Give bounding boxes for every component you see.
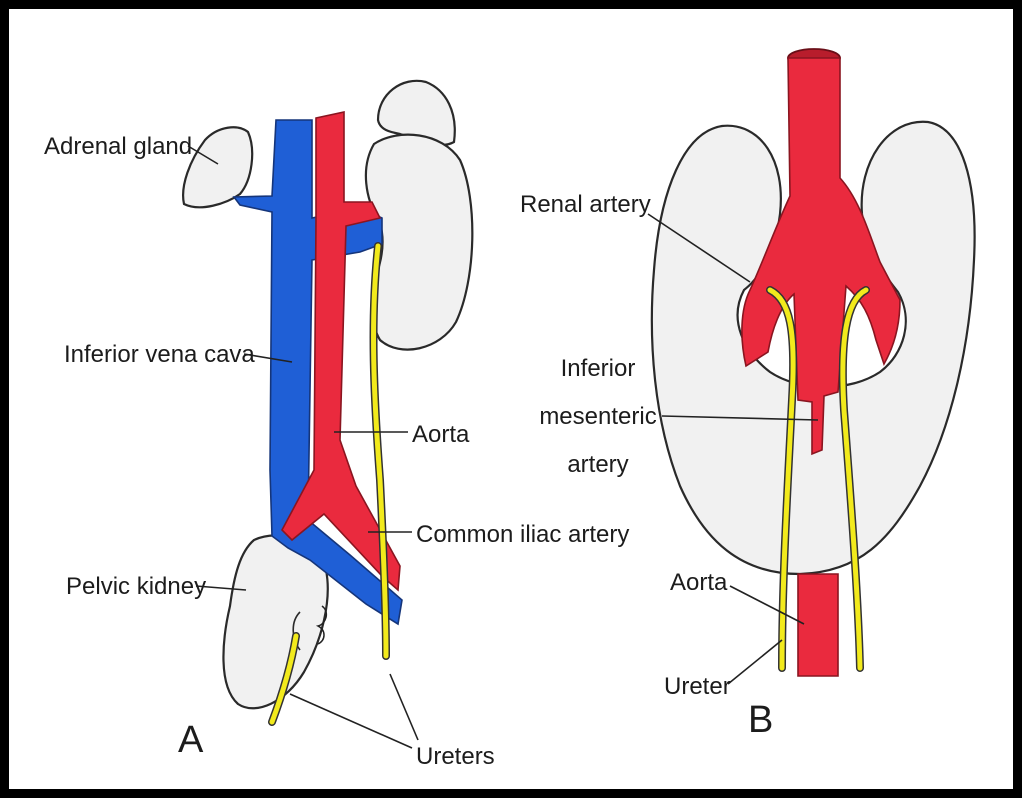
- leader-ureters-2: [390, 674, 418, 740]
- adrenal-gland-left: [183, 127, 252, 207]
- label-aorta-b: Aorta: [670, 569, 728, 596]
- leader-ureters-1: [290, 694, 412, 748]
- label-pelvic-kidney: Pelvic kidney: [66, 573, 206, 600]
- label-inferior-vena-cava: Inferior vena cava: [64, 341, 255, 368]
- panel-b: Renal artery Inferior mesenteric artery …: [520, 49, 975, 741]
- panel-a-letter: A: [178, 719, 204, 761]
- label-renal-artery: Renal artery: [520, 191, 651, 218]
- label-inferior-mesenteric-line-1: Inferior: [561, 355, 636, 382]
- label-inferior-mesenteric-line-2: mesenteric: [539, 403, 656, 430]
- leader-aorta-b: [730, 586, 804, 624]
- label-inferior-mesenteric-line-3: artery: [567, 451, 628, 478]
- label-common-iliac-artery: Common iliac artery: [416, 521, 629, 548]
- panel-b-letter: B: [748, 699, 773, 741]
- label-ureter: Ureter: [664, 673, 731, 700]
- leader-ureter-b: [728, 640, 782, 684]
- aorta-b-distal: [798, 574, 838, 676]
- label-aorta-a: Aorta: [412, 421, 470, 448]
- label-ureters: Ureters: [416, 743, 495, 770]
- label-adrenal-gland: Adrenal gland: [44, 133, 192, 160]
